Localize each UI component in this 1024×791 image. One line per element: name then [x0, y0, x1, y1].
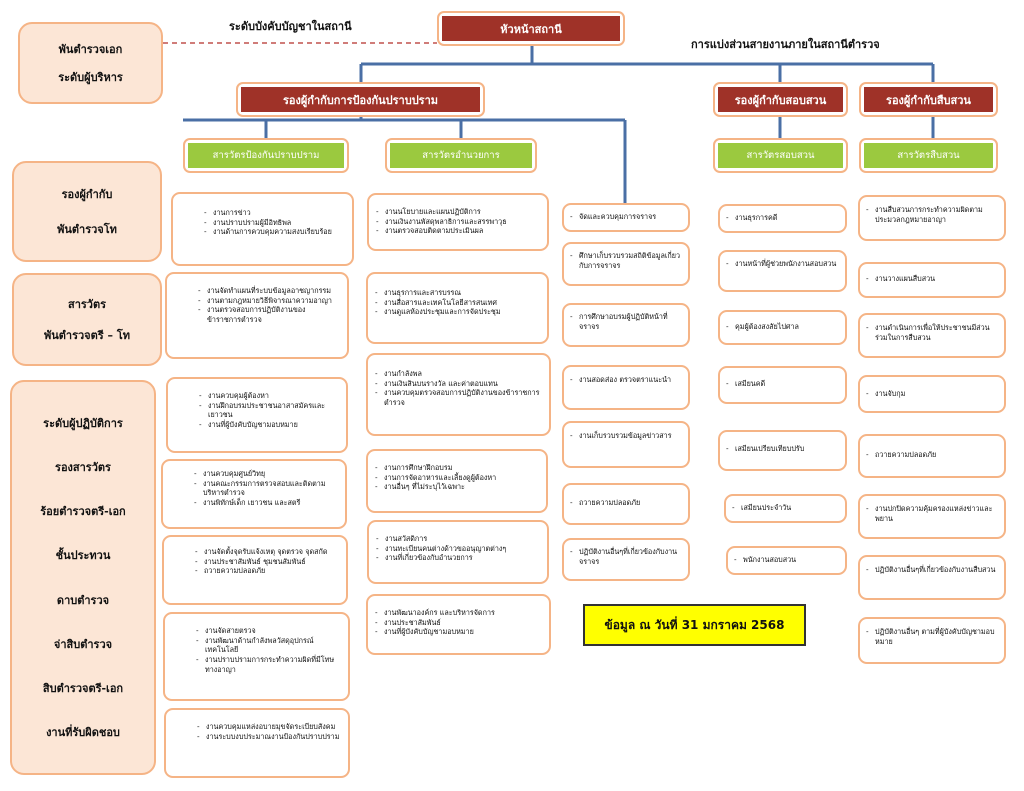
prevention-task-box: งานควบคุมผู้ต้องหา งานฝึกอบรมประชาชนอาสา… — [166, 377, 348, 453]
inspector-admin-box: สารวัตรอำนวยการ — [385, 138, 537, 173]
level-inspector: สารวัตร พันตำรวจตรี – โท — [12, 273, 162, 366]
detective-task-box: งานสืบสวนการกระทำความผิดตามประมวลกฎหมายอ… — [858, 195, 1006, 241]
deputy-detective-box: รองผู้กำกับสืบสวน — [859, 82, 998, 117]
detective-task-box: ถวายความปลอดภัย — [858, 434, 1006, 478]
prevention-task-box: งานการข่าว งานปราบปรามผู้มีอิทธิพล งานด้… — [171, 192, 354, 266]
admin-task-box: งานพัฒนาองค์กร และบริหารจัดการ งานประชาส… — [366, 594, 551, 655]
investigation-task-box: เสมียนคดี — [718, 366, 847, 404]
prevention-task-box: งานจัดทำแผนที่ระบบข้อมูลอาชญากรรม งานตาม… — [165, 272, 349, 359]
level-executive: พันตำรวจเอก ระดับผู้บริหาร — [18, 22, 163, 104]
deputy-investigation-box: รองผู้กำกับสอบสวน — [713, 82, 848, 117]
detective-task-box: งานวางแผนสืบสวน — [858, 262, 1006, 298]
investigation-task-box: งานหน้าที่ผู้ช่วยพนักงานสอบสวน — [718, 250, 847, 292]
prevention-task-box: งานจัดตั้งจุดรับแจ้งเหตุ จุดตรวจ จุดสกัด… — [162, 535, 348, 605]
prevention-task-box: งานควบคุมศูนย์วิทยุ งานคณะกรรมการตรวจสอบ… — [161, 459, 347, 529]
prevention-task-box: งานจัดสายตรวจ งานพัฒนาด้านกำลังพลวัสดุอุ… — [163, 612, 350, 701]
traffic-task-box: จัดและควบคุมการจราจร — [562, 203, 690, 232]
inspector-detective-box: สารวัตรสืบสวน — [859, 138, 998, 173]
station-head-label: หัวหน้าสถานี — [442, 16, 620, 41]
level-operational: ระดับผู้ปฏิบัติการ รองสารวัตร ร้อยตำรวจต… — [10, 380, 156, 775]
traffic-task-box: การศึกษาอบรมผู้ปฏิบัติหน้าที่จราจร — [562, 303, 690, 347]
admin-task-box: งานกำลังพล งานเงินสินบนรางวัล และค่าตอบแ… — [366, 353, 551, 436]
level-deputy: รองผู้กำกับ พันตำรวจโท — [12, 161, 162, 262]
division-title: การแบ่งส่วนสายงานภายในสถานีตำรวจ — [691, 38, 880, 51]
detective-task-box: งานปกปิดความคุ้มครองแหล่งข่าวและพยาน — [858, 494, 1006, 539]
command-level-title: ระดับบังคับบัญชาในสถานี — [229, 20, 352, 33]
inspector-prevention-box: สารวัตรป้องกันปราบปราม — [183, 138, 349, 173]
traffic-task-box: ปฏิบัติงานอื่นๆที่เกี่ยวข้องกับงานจราจร — [562, 538, 690, 581]
traffic-task-box: ศึกษาเก็บรวบรวมสถิติข้อมูลเกี่ยวกับการจร… — [562, 242, 690, 286]
detective-task-box: ปฏิบัติงานอื่นๆ ตามที่ผู้บังคับบัญชามอบห… — [858, 617, 1006, 664]
investigation-task-box: เสมียนประจำวัน — [724, 494, 847, 523]
admin-task-box: งานธุรการและสารบรรณ งานสื่อสารและเทคโนโล… — [366, 272, 549, 344]
deputy-prevention-box: รองผู้กำกับการป้องกันปราบปราม — [236, 82, 485, 117]
detective-task-box: งานดำเนินการเพื่อให้ประชาชนมีส่วนร่วมในก… — [858, 313, 1006, 358]
traffic-task-box: ถวายความปลอดภัย — [562, 483, 690, 525]
data-date-note: ข้อมูล ณ วันที่ 31 มกราคม 2568 — [583, 604, 806, 646]
investigation-task-box: เสมียนเปรียบเทียบปรับ — [718, 430, 847, 471]
admin-task-box: งานสวัสดิการ งานทะเบียนคนต่างด้าวขออนุญา… — [367, 520, 549, 584]
investigation-task-box: พนักงานสอบสวน — [726, 546, 847, 575]
investigation-task-box: คุมผู้ต้องสงสัยไปศาล — [718, 310, 847, 345]
inspector-investigation-box: สารวัตรสอบสวน — [713, 138, 848, 173]
admin-task-box: งานการศึกษาฝึกอบรม งานการจัดอาหารและเลี้… — [366, 449, 548, 513]
investigation-task-box: งานธุรการคดี — [718, 204, 847, 233]
traffic-task-box: งานสอดส่อง ตรวจตราแนะนำ — [562, 365, 690, 410]
prevention-task-box: งานควบคุมแหล่งอบายมุขจัดระเบียบสังคม งาน… — [164, 708, 350, 778]
station-head-box: หัวหน้าสถานี — [437, 11, 625, 46]
admin-task-box: งานนโยบายและแผนปฏิบัติการ งานเงินงานพัสด… — [367, 193, 549, 251]
detective-task-box: ปฏิบัติงานอื่นๆที่เกี่ยวข้องกับงานสืบสวน — [858, 555, 1006, 600]
traffic-task-box: งานเก็บรวบรวมข้อมูลข่าวสาร — [562, 421, 690, 468]
detective-task-box: งานจับกุม — [858, 375, 1006, 413]
